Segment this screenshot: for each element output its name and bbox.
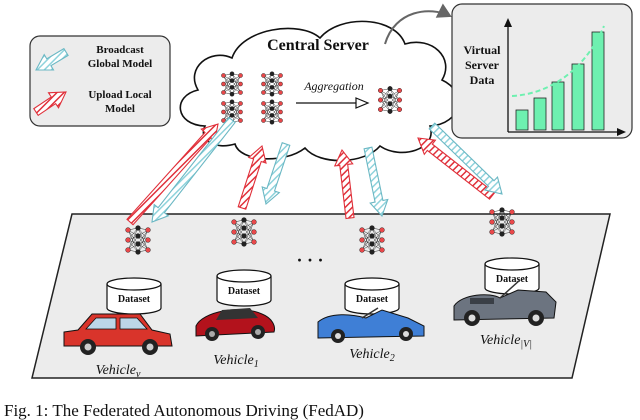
communication-arrows xyxy=(126,116,503,226)
aggregation-label: Aggregation xyxy=(303,79,364,93)
dataset-label-2: Dataset xyxy=(228,286,261,297)
vehicle-label-1: Vehicle1 xyxy=(213,353,258,370)
virtual-data-line3: Data xyxy=(470,73,495,87)
server-local-model-icon-3 xyxy=(221,99,243,125)
ellipsis: · · · xyxy=(296,250,323,270)
broadcast-arrow-1 xyxy=(151,116,236,223)
virtual-data-bar-5 xyxy=(591,31,605,131)
legend-upload-line1: Upload Local xyxy=(88,89,151,101)
aggregation-arrow xyxy=(296,97,370,109)
upload-arrow-4 xyxy=(417,137,496,200)
legend-box: Broadcast Global Model Upload Local Mode… xyxy=(29,35,171,127)
virtual-data-bar-3 xyxy=(551,81,565,131)
upload-arrow-1 xyxy=(126,123,219,226)
vehicle-model-icon-3 xyxy=(359,225,385,255)
server-title: Central Server xyxy=(267,37,369,54)
dataset-label-1: Dataset xyxy=(118,294,151,305)
growth-curve xyxy=(511,25,605,97)
vehicle-model-icon-4 xyxy=(489,207,515,237)
legend-broadcast-line1: Broadcast xyxy=(96,44,144,56)
server-cloud xyxy=(179,20,460,162)
virtual-data-bar-2 xyxy=(533,97,547,131)
dataset-icon-3: Dataset xyxy=(344,277,400,315)
legend-upload-line2: Model xyxy=(105,103,135,115)
vehicle-model-group xyxy=(125,207,515,255)
upload-arrow-2 xyxy=(237,144,267,210)
virtual-data-panel: Virtual Server Data xyxy=(451,3,633,139)
dataset-icon-1: Dataset xyxy=(106,277,162,315)
upload-arrow-3 xyxy=(333,148,355,220)
broadcast-arrow-icon xyxy=(35,47,69,71)
virtual-data-line2: Server xyxy=(465,58,500,72)
ground-plane xyxy=(31,213,611,379)
vehicle-label-v-abs: Vehicle|V| xyxy=(480,333,532,350)
vehicle-label-v: Vehiclev xyxy=(96,363,141,380)
vehicle-model-icon-1 xyxy=(125,225,151,255)
dataset-icon-4: Dataset xyxy=(484,257,540,295)
figure-caption: Fig. 1: The Federated Autonomous Driving… xyxy=(4,401,364,420)
dataset-label-3: Dataset xyxy=(356,294,389,305)
global-model-icon xyxy=(378,86,402,114)
car-2-icon xyxy=(317,307,425,343)
car-v-icon xyxy=(63,313,173,355)
legend-broadcast-line2: Global Model xyxy=(88,58,152,70)
dataset-label-4: Dataset xyxy=(496,274,529,285)
virtual-data-line1: Virtual xyxy=(464,43,502,57)
vehicle-model-icon-2 xyxy=(231,217,257,247)
car-1-icon xyxy=(195,308,275,341)
car-v-abs-icon xyxy=(453,279,557,326)
virtual-data-bars xyxy=(515,31,605,131)
legend-broadcast-arrow xyxy=(35,47,69,71)
to-virtual-data-arrow xyxy=(384,3,452,45)
server-local-model-icon-4 xyxy=(261,99,283,125)
broadcast-arrow-4 xyxy=(428,122,503,195)
broadcast-arrow-2 xyxy=(261,142,291,206)
virtual-data-bar-4 xyxy=(571,63,585,131)
server-local-model-icon-2 xyxy=(261,71,283,97)
broadcast-arrow-3 xyxy=(363,146,389,218)
vehicle-label-2: Vehicle2 xyxy=(349,347,394,364)
upload-arrow-icon xyxy=(33,91,67,117)
virtual-data-bar-1 xyxy=(515,109,529,131)
server-model-group xyxy=(221,71,402,125)
server-local-model-icon-1 xyxy=(221,71,243,97)
dataset-icon-2: Dataset xyxy=(216,269,272,307)
legend-upload-arrow xyxy=(33,91,67,117)
